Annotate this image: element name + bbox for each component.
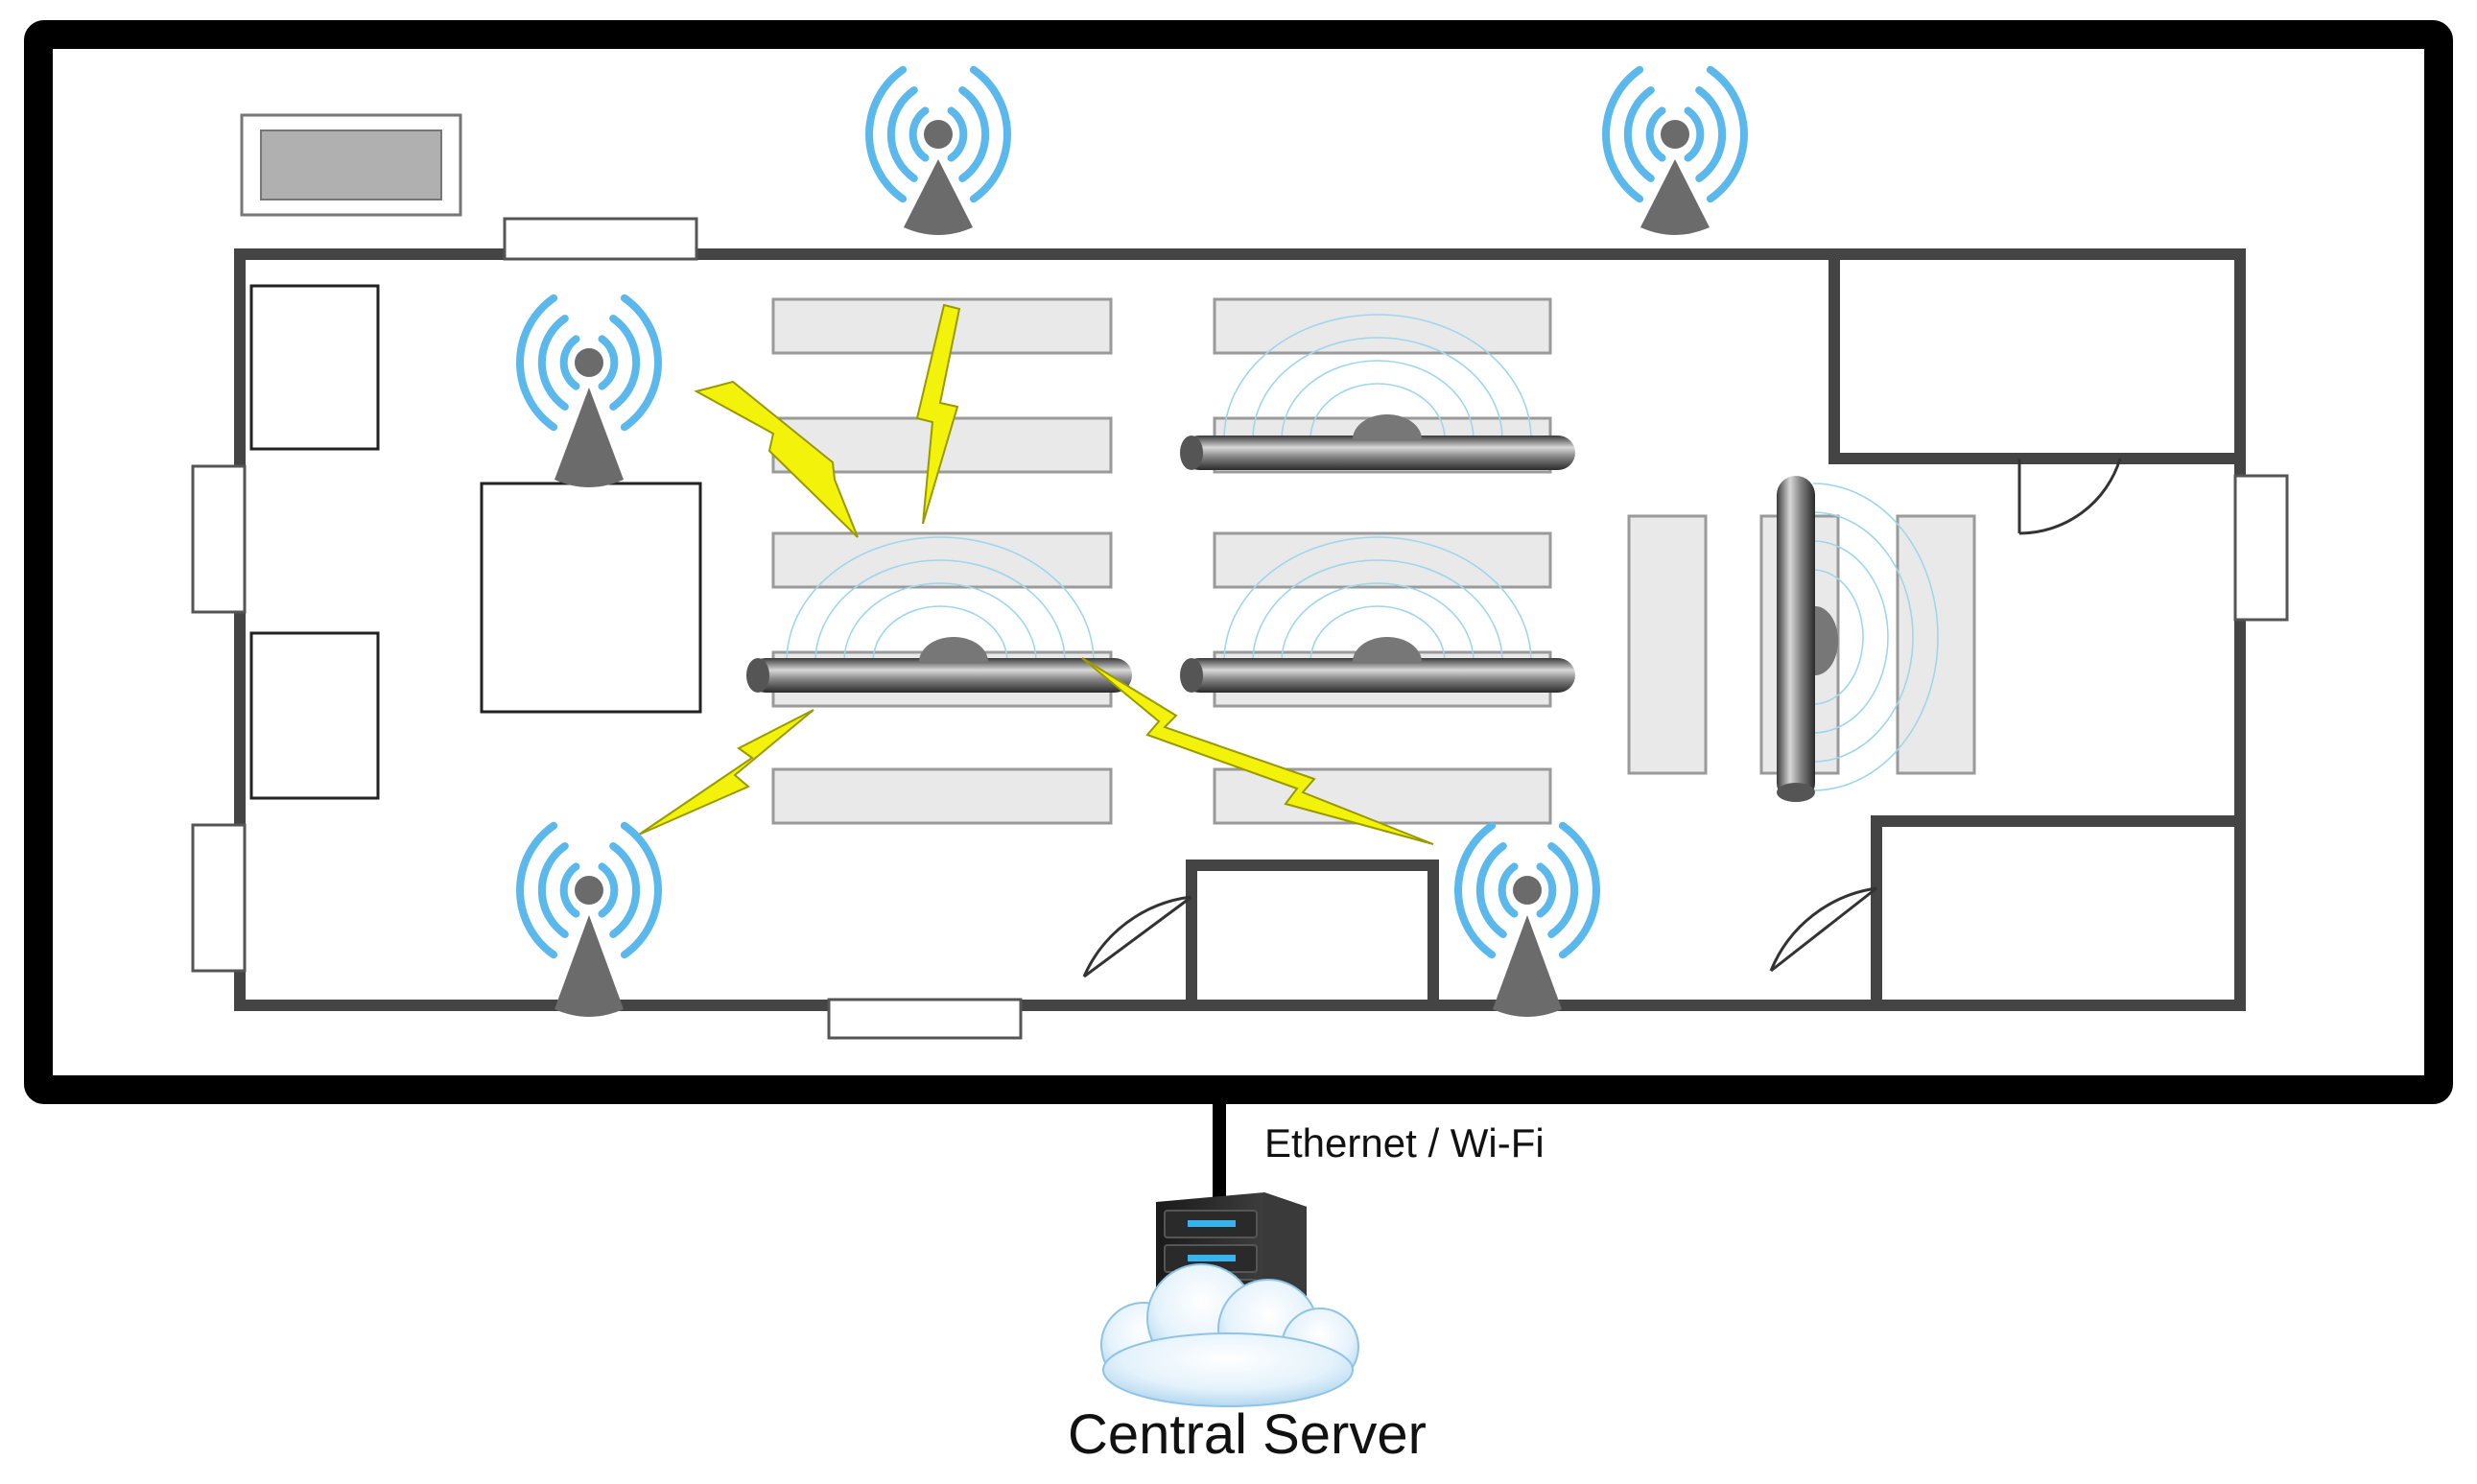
- windows: [191, 217, 2289, 1040]
- wifi-antenna-icon: [865, 65, 1011, 235]
- wifi-antenna-icon: [516, 294, 662, 487]
- network-cable: [1213, 1101, 1226, 1205]
- wifi-antenna-icon: [516, 821, 662, 1017]
- wifi-antenna-icon: [1602, 65, 1748, 235]
- tube-sensor-icon: [1180, 414, 1575, 470]
- tube-sensor-icon: [746, 637, 1132, 693]
- wifi-antenna-icon: [1454, 821, 1600, 1017]
- interior-walls: [234, 248, 2246, 1011]
- server-rack-cloud-icon: [1100, 1192, 1359, 1407]
- access-points: [516, 65, 1748, 1017]
- lightning-bolt-icon: [638, 303, 1434, 845]
- outer-frame: [24, 20, 2453, 1104]
- doors: [1082, 458, 2122, 978]
- tube-sensor-icon: [1777, 476, 1838, 802]
- tube-sensor-icon: [1180, 637, 1575, 693]
- connection-label: Ethernet / Wi-Fi: [1264, 1120, 1545, 1166]
- server-label: Central Server: [1068, 1403, 1427, 1466]
- furniture: [249, 284, 702, 800]
- vent-box: [240, 113, 462, 217]
- sensor-waves: [786, 314, 1939, 791]
